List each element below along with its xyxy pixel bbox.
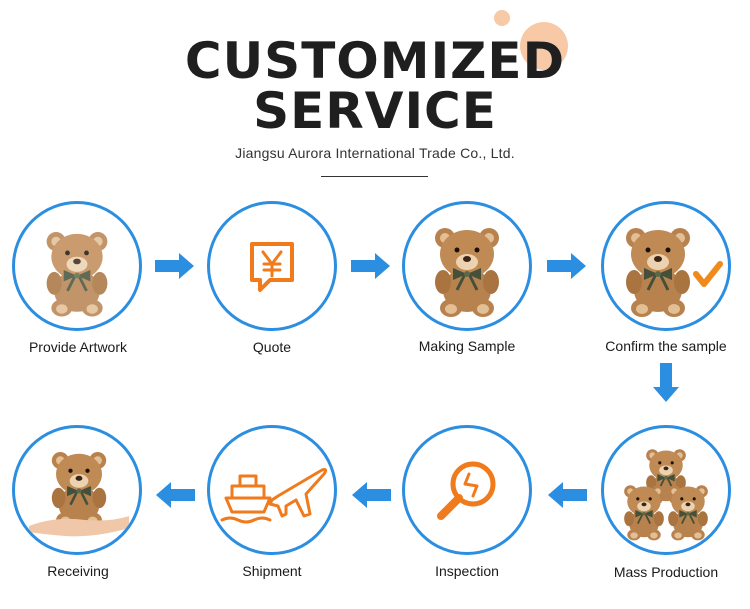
page-title-line1: CUSTOMIZED bbox=[184, 32, 566, 90]
step-label-inspection: Inspection bbox=[435, 563, 499, 579]
arrow-right-icon bbox=[547, 253, 586, 279]
ship-plane-icon bbox=[220, 468, 328, 524]
step-inspection bbox=[402, 425, 532, 555]
teddy-bear-check-icon bbox=[624, 226, 723, 319]
step-receiving bbox=[12, 425, 142, 555]
teddy-bear-icon bbox=[433, 226, 501, 319]
company-name: Jiangsu Aurora International Trade Co., … bbox=[235, 145, 515, 161]
step-provide-artwork bbox=[12, 201, 142, 331]
step-mass-production bbox=[601, 425, 731, 555]
step-label-making-sample: Making Sample bbox=[418, 338, 516, 354]
arrow-down-icon bbox=[653, 363, 679, 402]
title-divider bbox=[321, 176, 428, 177]
step-label-shipment: Shipment bbox=[242, 563, 302, 579]
arrow-right-icon bbox=[351, 253, 390, 279]
step-label-mass-production: Mass Production bbox=[613, 564, 719, 580]
decor-circle-small bbox=[494, 10, 510, 26]
step-label-quote: Quote bbox=[252, 339, 292, 355]
step-label-receiving: Receiving bbox=[47, 563, 109, 579]
teddy-bear-on-hand-icon bbox=[29, 450, 129, 537]
arrow-right-icon bbox=[155, 253, 194, 279]
teddy-bear-group-icon bbox=[623, 448, 709, 542]
page-title-line2: SERVICE bbox=[253, 82, 497, 140]
step-quote bbox=[207, 201, 337, 331]
arrow-left-icon bbox=[352, 482, 391, 508]
step-label-confirm-sample: Confirm the sample bbox=[605, 338, 727, 354]
decor-circle-large bbox=[520, 22, 568, 70]
magnifier-icon bbox=[437, 461, 496, 520]
step-making-sample bbox=[402, 201, 532, 331]
arrow-left-icon bbox=[156, 482, 195, 508]
yen-chat-icon bbox=[250, 242, 294, 292]
step-label-provide-artwork: Provide Artwork bbox=[28, 339, 128, 355]
step-confirm-sample bbox=[601, 201, 731, 331]
step-shipment bbox=[207, 425, 337, 555]
teddy-bear-icon bbox=[45, 230, 109, 318]
arrow-left-icon bbox=[548, 482, 587, 508]
